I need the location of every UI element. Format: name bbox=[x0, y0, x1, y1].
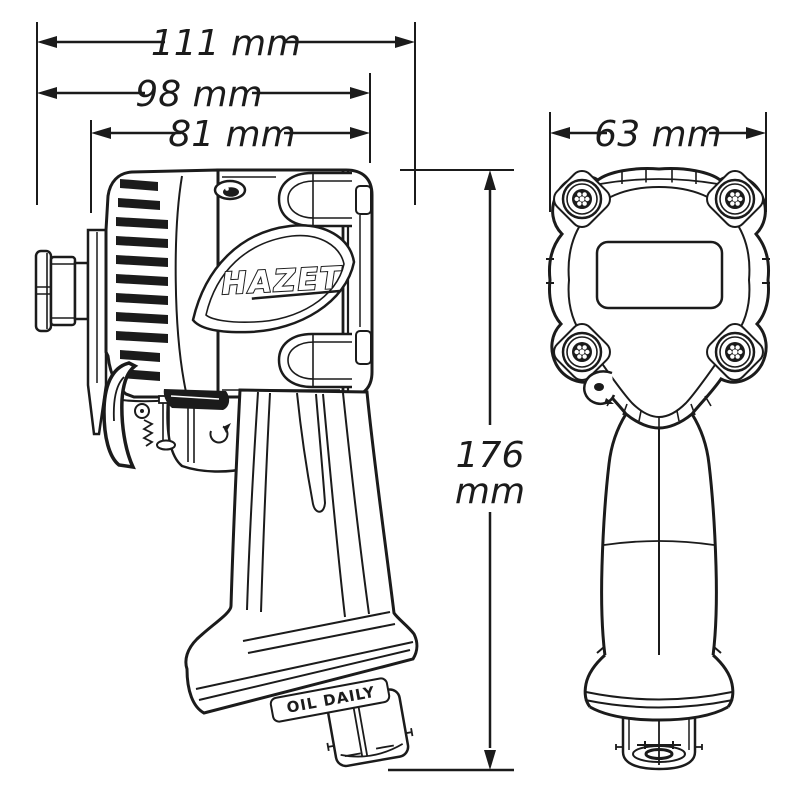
dim-81-label: 81 mm bbox=[168, 114, 295, 155]
trigger bbox=[163, 389, 230, 410]
pistol-grip: OIL DAILY bbox=[184, 388, 419, 723]
torx-screw bbox=[706, 323, 764, 381]
hammer-case: HAZET bbox=[191, 168, 374, 399]
hanger-eye bbox=[213, 179, 247, 201]
dim-63-label: 63 mm bbox=[594, 114, 721, 155]
square-drive bbox=[34, 249, 90, 333]
dim-overall-height: 176 mm bbox=[388, 169, 525, 772]
handle-front bbox=[596, 413, 722, 658]
arrow-right bbox=[350, 87, 370, 99]
arrow-left bbox=[91, 127, 111, 139]
exhaust-clip bbox=[583, 370, 616, 405]
arrow-left bbox=[550, 127, 570, 139]
dim-111-label: 111 mm bbox=[151, 23, 301, 64]
torx-screw bbox=[553, 323, 611, 381]
side-view: HAZET bbox=[34, 168, 419, 768]
rotation-direction-icon bbox=[209, 423, 231, 444]
dimension-annotations: 111 mm 98 mm 81 mm 63 mm bbox=[36, 22, 767, 772]
dim-176-value: 176 bbox=[456, 435, 525, 476]
handle-base-flare bbox=[583, 653, 735, 722]
front-view bbox=[546, 167, 770, 771]
logo-panel: HAZET bbox=[191, 224, 356, 334]
arrow-left bbox=[37, 36, 57, 48]
torx-screws bbox=[553, 170, 764, 381]
reverse-lever bbox=[102, 361, 139, 470]
dim-98-label: 98 mm bbox=[135, 74, 262, 115]
dim-head-width: 63 mm bbox=[549, 112, 767, 212]
torx-screw bbox=[706, 170, 764, 228]
dim-housing-length: 81 mm bbox=[90, 114, 370, 213]
arrow-left bbox=[37, 87, 57, 99]
cooling-fins bbox=[116, 179, 168, 381]
torx-screw bbox=[553, 170, 611, 228]
arrow-right bbox=[395, 36, 415, 48]
arrow-down bbox=[484, 750, 496, 770]
dim-176-unit: mm bbox=[455, 471, 525, 512]
dim-body-length: 98 mm bbox=[37, 73, 371, 163]
arrow-right bbox=[350, 127, 370, 139]
dim-overall-length: 111 mm bbox=[36, 22, 416, 205]
type-plate bbox=[595, 240, 724, 310]
bumper-bottom bbox=[277, 332, 352, 389]
arrow-right bbox=[746, 127, 766, 139]
arrow-up bbox=[484, 170, 496, 190]
